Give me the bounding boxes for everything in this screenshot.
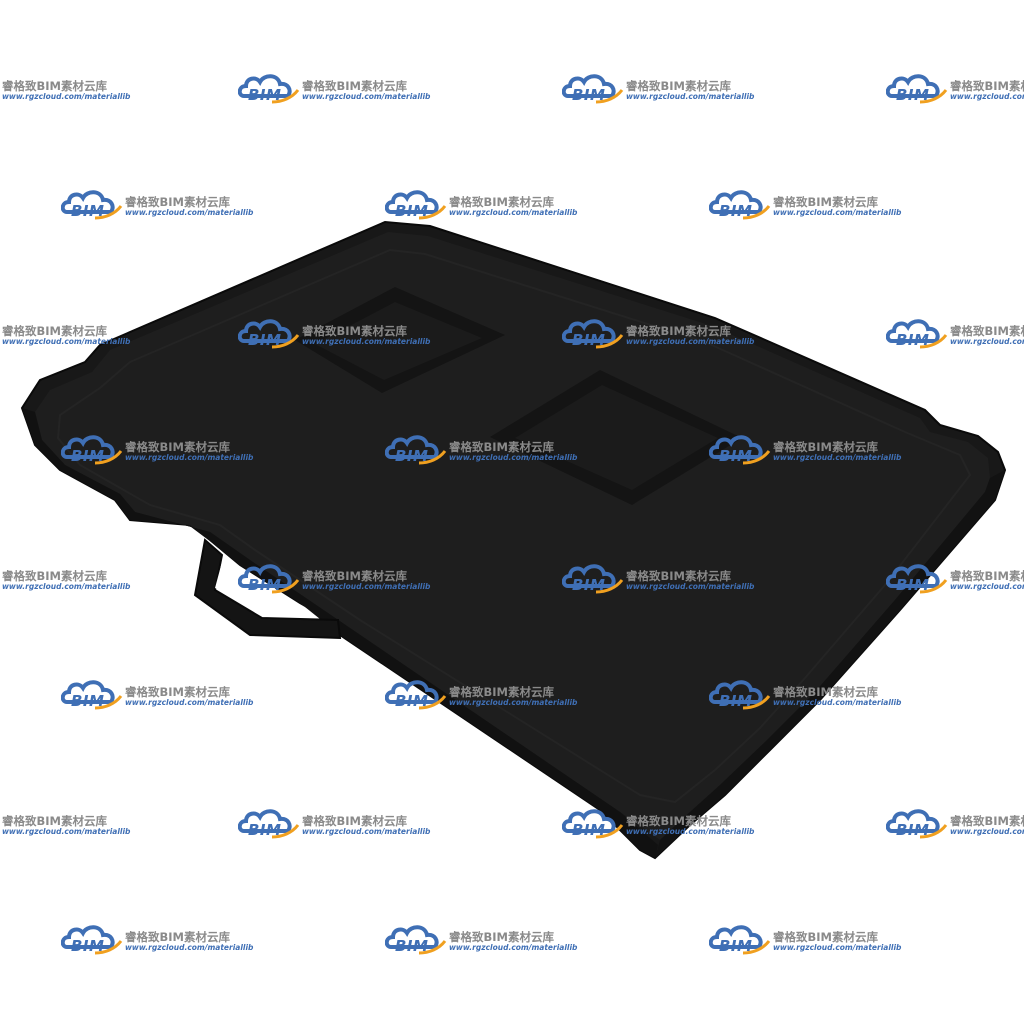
lid-right-edge (655, 470, 1005, 858)
recess-inner-2 (515, 385, 718, 490)
recess-inner-1 (315, 302, 482, 380)
lid-handle (193, 538, 342, 640)
